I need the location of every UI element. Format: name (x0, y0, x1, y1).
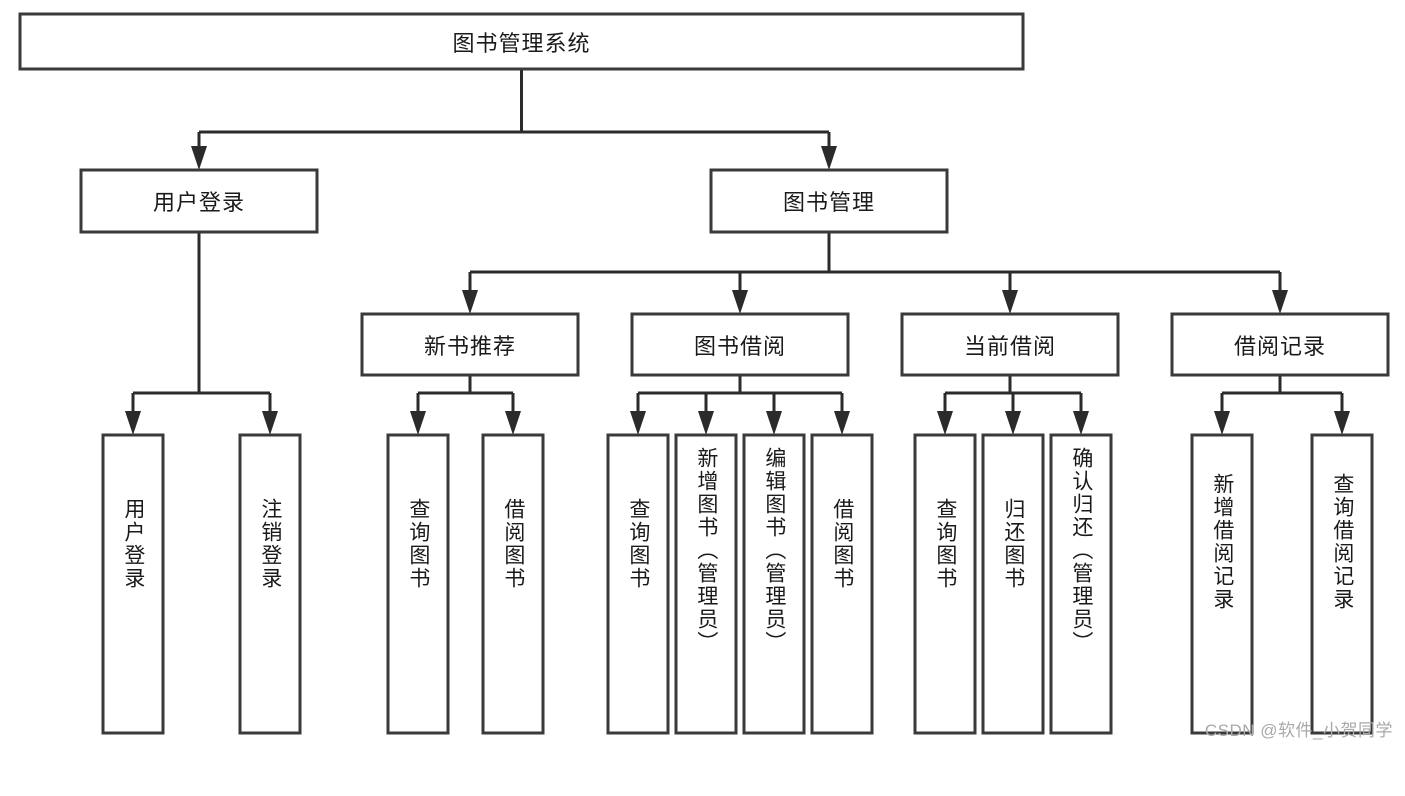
arrow-head-to-borrow (732, 290, 748, 314)
arrow-head-borrow-leaf4 (834, 411, 850, 435)
connector-group-current (937, 375, 1089, 435)
leaf-box-add-borrow-record[interactable] (1190, 433, 1254, 735)
connector-group-user-login (125, 232, 278, 435)
node-box-new-book-recommend[interactable] (360, 312, 580, 377)
leaf-box-add-book-admin[interactable] (674, 433, 738, 735)
leaf-box-user-login[interactable] (101, 433, 165, 735)
node-box-borrow-record[interactable] (1170, 312, 1390, 377)
arrow-head-newbook-leaf2 (505, 411, 521, 435)
leaf-box-return-book[interactable] (981, 433, 1045, 735)
arrow-head-borrow-leaf1 (630, 411, 646, 435)
arrow-head-current-leaf3 (1073, 411, 1089, 435)
leaf-box-borrow-book[interactable] (810, 433, 874, 735)
arrow-head-to-record (1272, 290, 1288, 314)
arrow-head-userlogin-leaf1 (125, 411, 141, 435)
leaf-box-query-book-borrow[interactable] (606, 433, 670, 735)
arrow-head-record-leaf2 (1334, 411, 1350, 435)
arrow-head-to-newbook (462, 290, 478, 314)
node-box-current-borrow[interactable] (900, 312, 1120, 377)
node-box-root[interactable] (18, 12, 1025, 71)
arrow-head-to-current (1002, 290, 1018, 314)
node-box-book-management[interactable] (709, 168, 949, 234)
arrow-head-current-leaf2 (1005, 411, 1021, 435)
leaf-box-logout[interactable] (238, 433, 302, 735)
arrow-head-record-leaf1 (1214, 411, 1230, 435)
hierarchy-diagram-svg (18, 12, 1390, 735)
arrow-head-borrow-leaf2 (698, 411, 714, 435)
leaf-box-query-book-recommend[interactable] (386, 433, 450, 735)
diagram-canvas-root: 图书管理系统 用户登录 图书管理 新书推荐 图书借阅 当前借阅 借阅记录 用户登… (18, 12, 1393, 740)
connector-group-record (1214, 375, 1350, 435)
connector-group-borrow (630, 375, 850, 435)
leaf-box-confirm-return-admin[interactable] (1049, 433, 1113, 735)
connector-group-root (191, 69, 837, 170)
leaf-box-edit-book-admin[interactable] (742, 433, 806, 735)
watermark-text: CSDN @软件_小贺同学 (1204, 721, 1393, 740)
node-box-user-login[interactable] (79, 168, 319, 234)
arrow-head-userlogin-leaf2 (262, 411, 278, 435)
node-box-book-borrow[interactable] (630, 312, 850, 377)
arrow-head-to-user-login (191, 146, 207, 170)
arrow-head-newbook-leaf1 (410, 411, 426, 435)
connector-group-newbook (410, 375, 521, 435)
leaf-box-query-book-current[interactable] (913, 433, 977, 735)
leaf-box-borrow-book-recommend[interactable] (481, 433, 545, 735)
connector-group-book-mgmt (462, 232, 1288, 314)
arrow-head-to-book-mgmt (821, 146, 837, 170)
arrow-head-current-leaf1 (937, 411, 953, 435)
arrow-head-borrow-leaf3 (766, 411, 782, 435)
leaf-box-query-borrow-record[interactable] (1310, 433, 1374, 735)
